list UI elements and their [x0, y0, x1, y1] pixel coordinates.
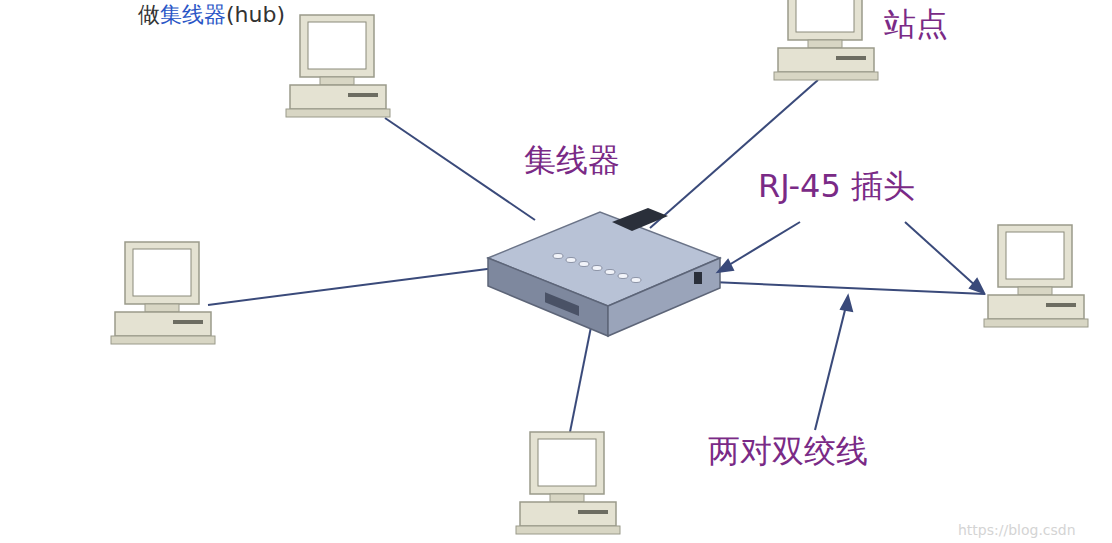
title-fragment: 做: [138, 2, 160, 27]
watermark: https://blog.csdn: [958, 522, 1076, 538]
title-fragment: (hub): [226, 2, 285, 27]
hub-device: [488, 208, 720, 336]
station-label: 站点: [884, 6, 948, 43]
cable-label: 两对双绞线: [708, 433, 868, 470]
connector-label: RJ-45 插头: [758, 168, 915, 205]
title-fragment: 集线器: [160, 2, 226, 27]
hub-label: 集线器: [524, 142, 620, 179]
